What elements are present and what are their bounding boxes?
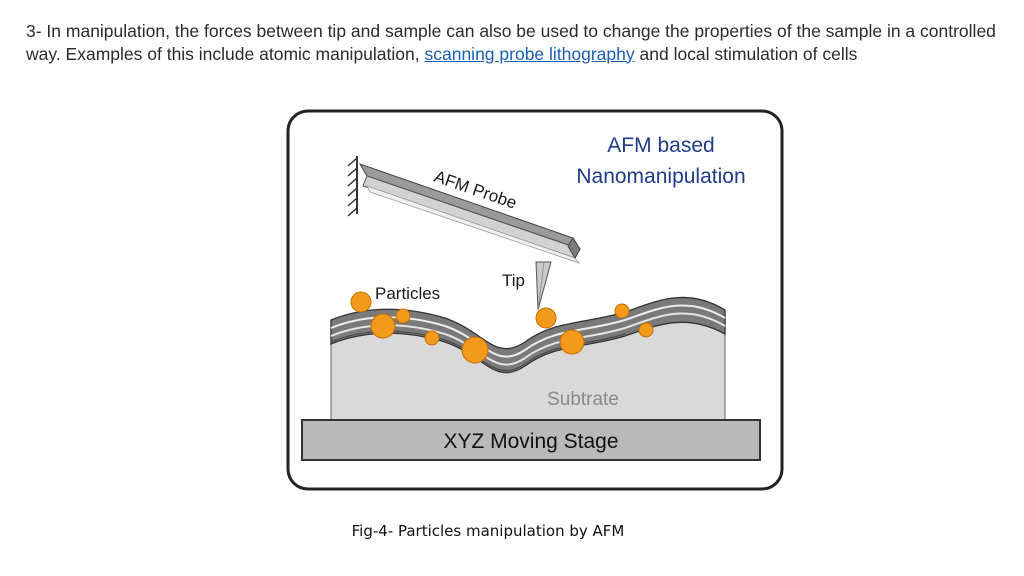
- tip-label: Tip: [502, 271, 525, 290]
- body-paragraph: 3- In manipulation, the forces between t…: [26, 20, 1001, 65]
- particles-label: Particles: [375, 284, 440, 303]
- particle: [395, 308, 411, 324]
- figure-title-line1: AFM based: [607, 134, 714, 157]
- substrate-label: Subtrate: [547, 389, 619, 410]
- wall-mount: [347, 156, 358, 217]
- particle: [424, 330, 440, 346]
- paragraph-text-start: 3- In manipulation, the forces between t…: [26, 21, 996, 64]
- figure-title-line2: Nanomanipulation: [576, 165, 745, 188]
- scanning-probe-lithography-link[interactable]: scanning probe lithography: [424, 43, 635, 64]
- particle: [559, 329, 585, 355]
- particle: [535, 307, 557, 329]
- afm-cantilever: [358, 163, 582, 264]
- figure-caption: Fig-4- Particles manipulation by AFM: [351, 522, 625, 540]
- particle: [370, 313, 396, 339]
- particle: [614, 303, 630, 319]
- particle: [638, 322, 654, 338]
- afm-diagram: AFM based Nanomanipulation AFM Probe Tip…: [286, 109, 784, 491]
- particles: [350, 291, 654, 364]
- stage-label: XYZ Moving Stage: [443, 430, 618, 453]
- particle: [350, 291, 372, 313]
- xyz-stage: [301, 419, 761, 461]
- particle: [461, 336, 489, 364]
- afm-figure: AFM based Nanomanipulation AFM Probe Tip…: [285, 108, 785, 492]
- paragraph-text-end: and local stimulation of cells: [634, 43, 858, 64]
